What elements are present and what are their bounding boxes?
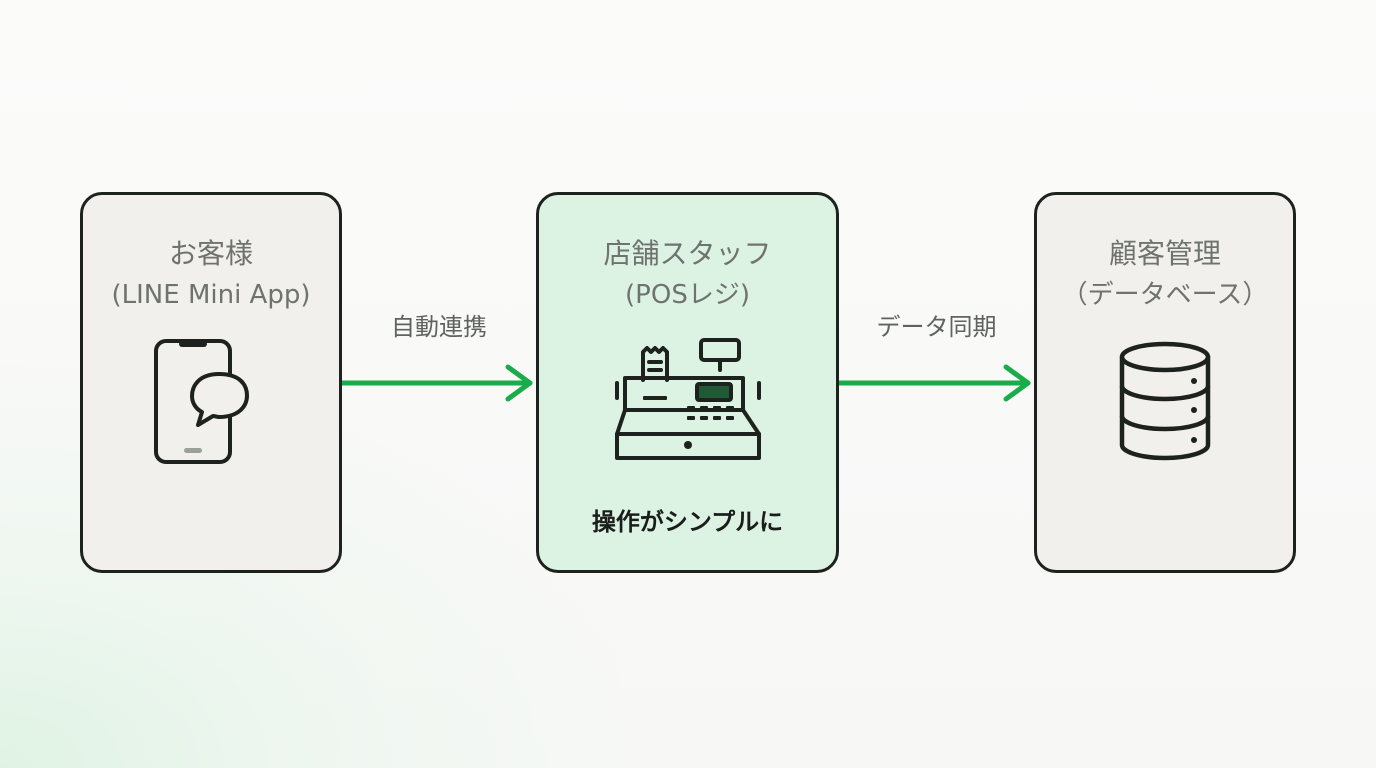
arrow-customer-to-staff <box>342 358 536 408</box>
smartphone-chat-icon <box>151 338 271 468</box>
database-icon <box>1110 340 1220 470</box>
arrow-staff-to-database <box>839 358 1034 408</box>
database-node: 顧客管理 （データベース） <box>1034 192 1296 573</box>
staff-title: 店舗スタッフ <box>603 237 772 270</box>
edge-label-auto-link: 自動連携 <box>391 313 487 341</box>
cash-register-icon <box>613 338 763 473</box>
edge-label-data-sync: データ同期 <box>876 313 997 341</box>
customer-subtitle: (LINE Mini App) <box>111 280 311 310</box>
customer-title: お客様 <box>168 237 253 270</box>
database-title: 顧客管理 <box>1108 237 1221 270</box>
staff-note: 操作がシンプルに <box>591 508 784 536</box>
database-subtitle: （データベース） <box>1061 280 1269 310</box>
staff-subtitle: (POSレジ) <box>625 280 750 310</box>
staff-node: 店舗スタッフ (POSレジ) <box>536 192 839 573</box>
customer-node: お客様 (LINE Mini App) <box>80 192 342 573</box>
